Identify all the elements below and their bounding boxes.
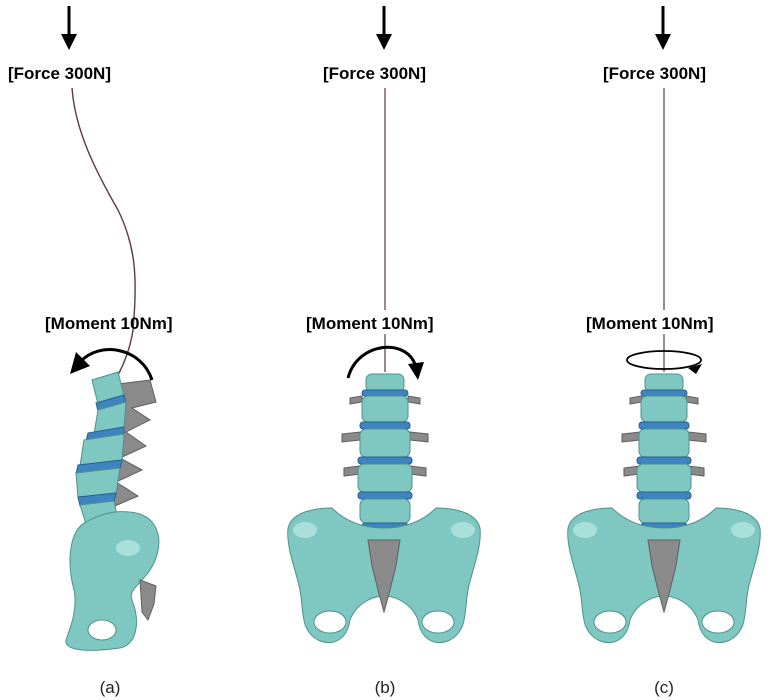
curved-arrow-cw-icon (346, 345, 424, 380)
force-label-c: [Force 300N] (603, 64, 706, 83)
force-label-b: [Force 300N] (323, 64, 426, 83)
axial-rotation-arrow-icon (626, 350, 702, 374)
panel-c: [Force 300N] [Moment 10Nm] (567, 6, 761, 697)
spine-model-frontal-b (287, 373, 481, 643)
moment-label-b: [Moment 10Nm] (306, 314, 434, 333)
force-label-a: [Force 300N] (8, 64, 111, 83)
caption-c: (c) (654, 678, 674, 697)
spine-model-lateral (65, 371, 160, 651)
moment-label-c: [Moment 10Nm] (586, 314, 714, 333)
down-arrow-icon (655, 6, 671, 50)
curved-arrow-ccw-icon (70, 348, 154, 381)
spine-model-frontal-c (567, 373, 761, 643)
caption-a: (a) (100, 678, 121, 697)
down-arrow-icon (61, 6, 77, 50)
panel-b: [Force 300N] [Moment 10Nm] (287, 6, 481, 697)
caption-b: (b) (375, 678, 396, 697)
down-arrow-icon (376, 6, 392, 50)
moment-label-a: [Moment 10Nm] (45, 314, 173, 333)
load-wire-a (71, 87, 136, 386)
panel-a: [Force 300N] [Moment 10Nm] (8, 6, 173, 697)
